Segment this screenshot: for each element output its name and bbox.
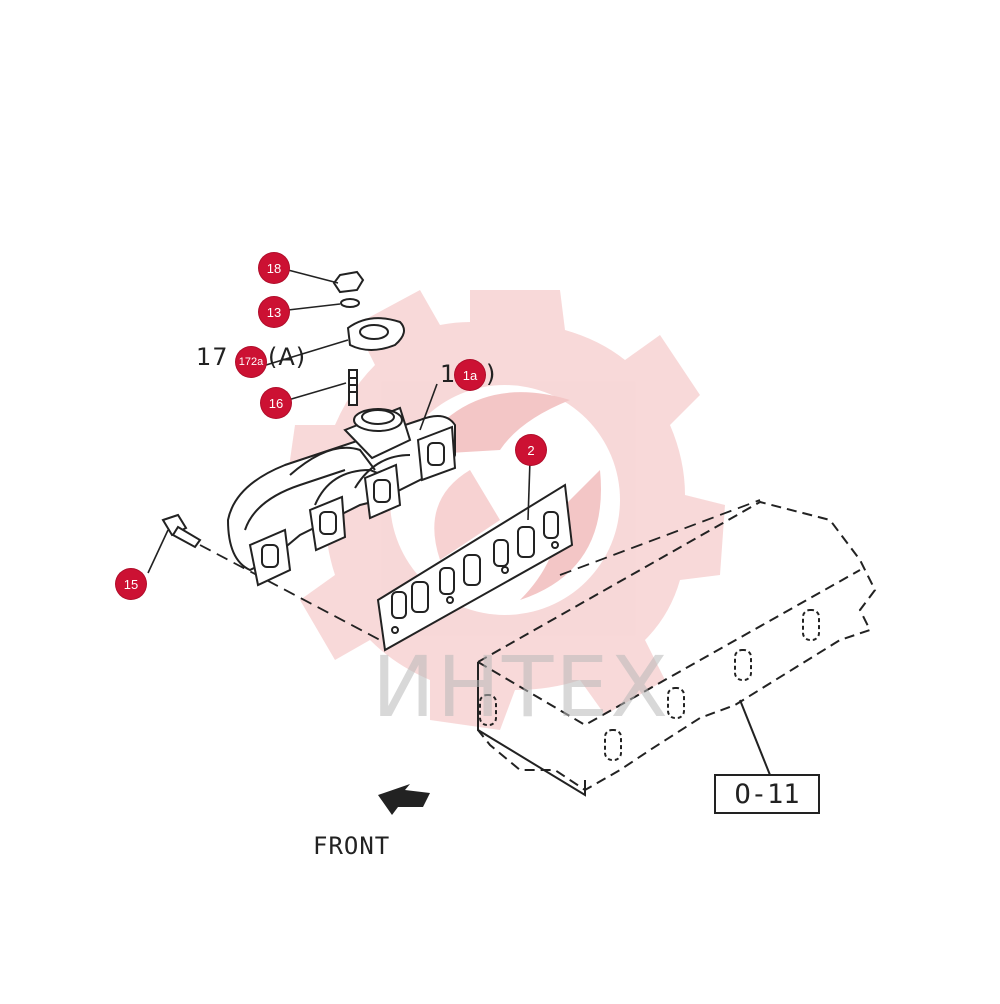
exhaust-gasket xyxy=(376,483,574,652)
front-direction-label: FRONT xyxy=(313,832,391,860)
callout-2[interactable]: 2 xyxy=(516,435,546,465)
legacy-label-172-suffix: (A) xyxy=(268,343,307,371)
callout-172a[interactable]: 172a xyxy=(236,347,266,377)
nut-icon xyxy=(332,270,365,294)
callout-15[interactable]: 15 xyxy=(116,569,146,599)
callout-16[interactable]: 16 xyxy=(261,388,291,418)
front-arrow-icon xyxy=(378,784,430,815)
legacy-label-1-suffix: ) xyxy=(486,360,497,388)
leader-lines xyxy=(147,269,531,574)
reference-box-o-11[interactable]: O-11 xyxy=(714,774,820,814)
cylinder-head-outline xyxy=(477,500,877,797)
callout-1a[interactable]: 1a xyxy=(455,360,485,390)
callout-18[interactable]: 18 xyxy=(259,253,289,283)
legacy-label-172-prefix: 17 xyxy=(196,343,229,371)
exhaust-manifold xyxy=(226,406,457,587)
stud-icon xyxy=(348,369,358,406)
alignment-lines xyxy=(199,499,761,641)
legacy-label-1-prefix: 1 xyxy=(440,360,457,388)
callout-13[interactable]: 13 xyxy=(259,297,289,327)
hardware-stack xyxy=(161,270,405,549)
watermark-text: ИНТЕХ xyxy=(372,638,670,736)
washer-icon xyxy=(340,298,360,308)
